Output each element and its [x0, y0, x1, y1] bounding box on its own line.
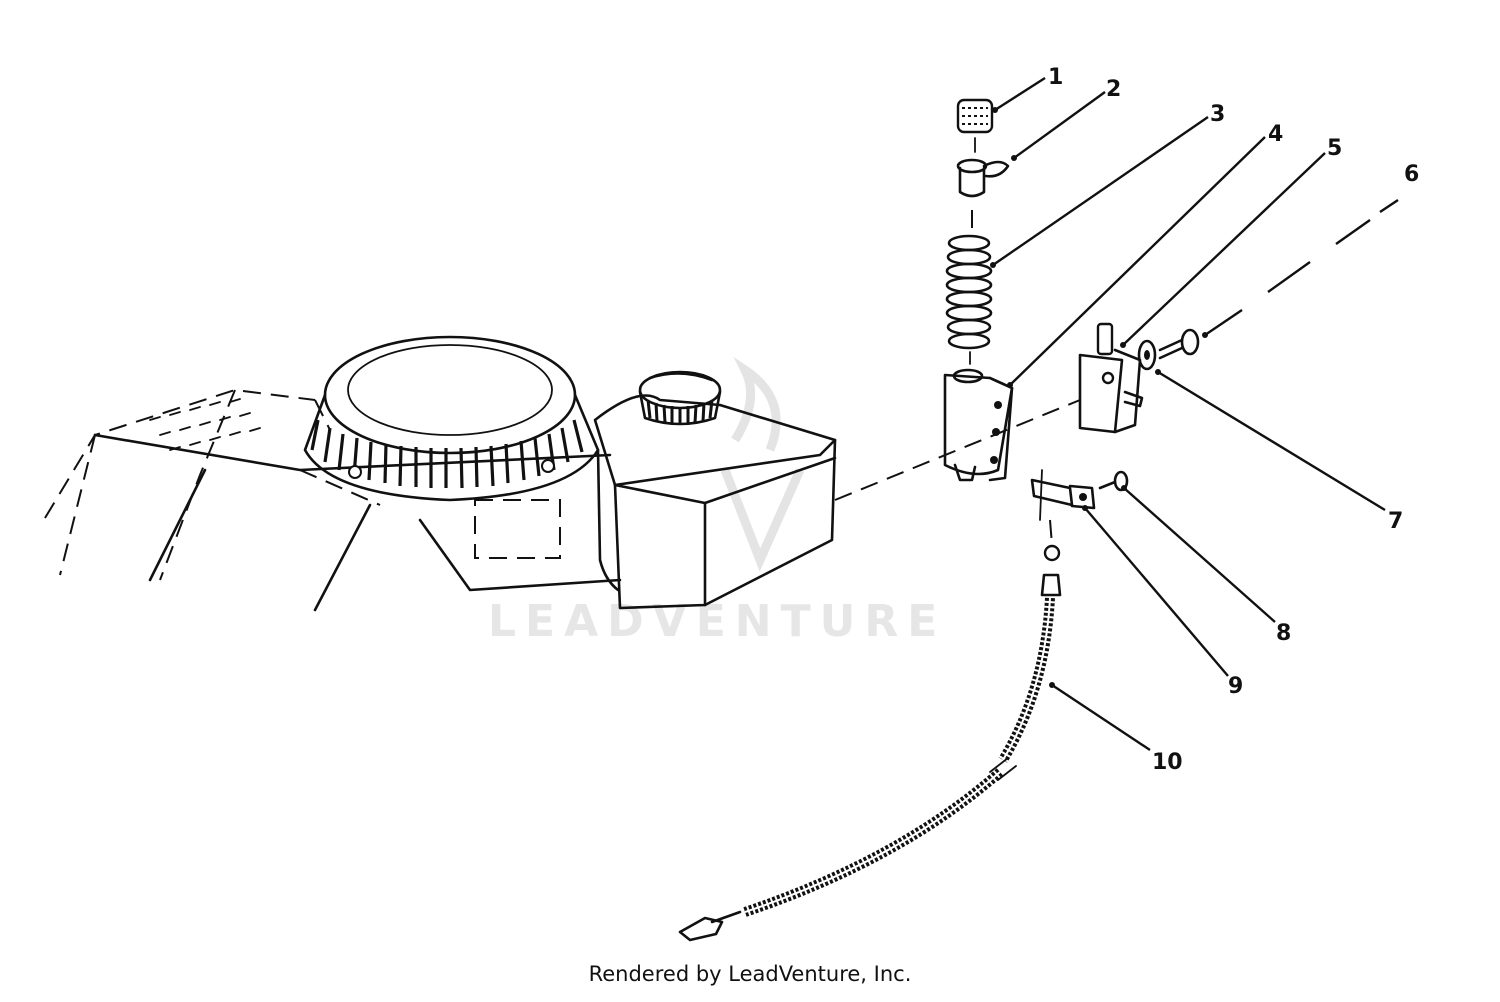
- callout-9: 9: [1228, 674, 1243, 699]
- shroud-vent-slots: [149, 398, 261, 451]
- part-5-switch: [1078, 322, 1144, 434]
- fuel-cap: [638, 370, 722, 426]
- callout-2: 2: [1106, 77, 1121, 102]
- part-4-bracket: [943, 368, 1014, 482]
- callout-1: 1: [1048, 65, 1063, 90]
- part-10-cable: [678, 544, 1062, 942]
- part-9-terminal: [1030, 469, 1096, 521]
- callout-5: 5: [1327, 136, 1342, 161]
- part-1-cap: [956, 98, 994, 134]
- recoil-starter: [303, 335, 600, 502]
- part-6-screw: [1158, 328, 1200, 360]
- callout-4: 4: [1268, 122, 1283, 147]
- engine-shroud: [44, 388, 622, 612]
- callout-labels: 1 2 3 4 5 6 7 8 9 10: [1048, 65, 1419, 775]
- part-2-bushing: [956, 158, 1010, 198]
- callout-10: 10: [1152, 750, 1183, 775]
- callout-8: 8: [1276, 621, 1291, 646]
- part-8-screw: [1098, 470, 1129, 492]
- decal-plate: [474, 499, 561, 559]
- callout-7: 7: [1388, 509, 1403, 534]
- part-7-washer: [1137, 339, 1157, 371]
- watermark-logo: [720, 356, 805, 572]
- part-3-spring: [945, 234, 993, 350]
- fuel-tank: [593, 394, 837, 610]
- callout-6: 6: [1404, 162, 1419, 187]
- watermark-text: LEADVENTURE: [488, 596, 946, 647]
- callout-3: 3: [1210, 102, 1225, 127]
- leader-lines: [990, 76, 1399, 752]
- centerline-tank-to-switch: [834, 399, 1081, 501]
- footer-credit: Rendered by LeadVenture, Inc.: [588, 962, 912, 986]
